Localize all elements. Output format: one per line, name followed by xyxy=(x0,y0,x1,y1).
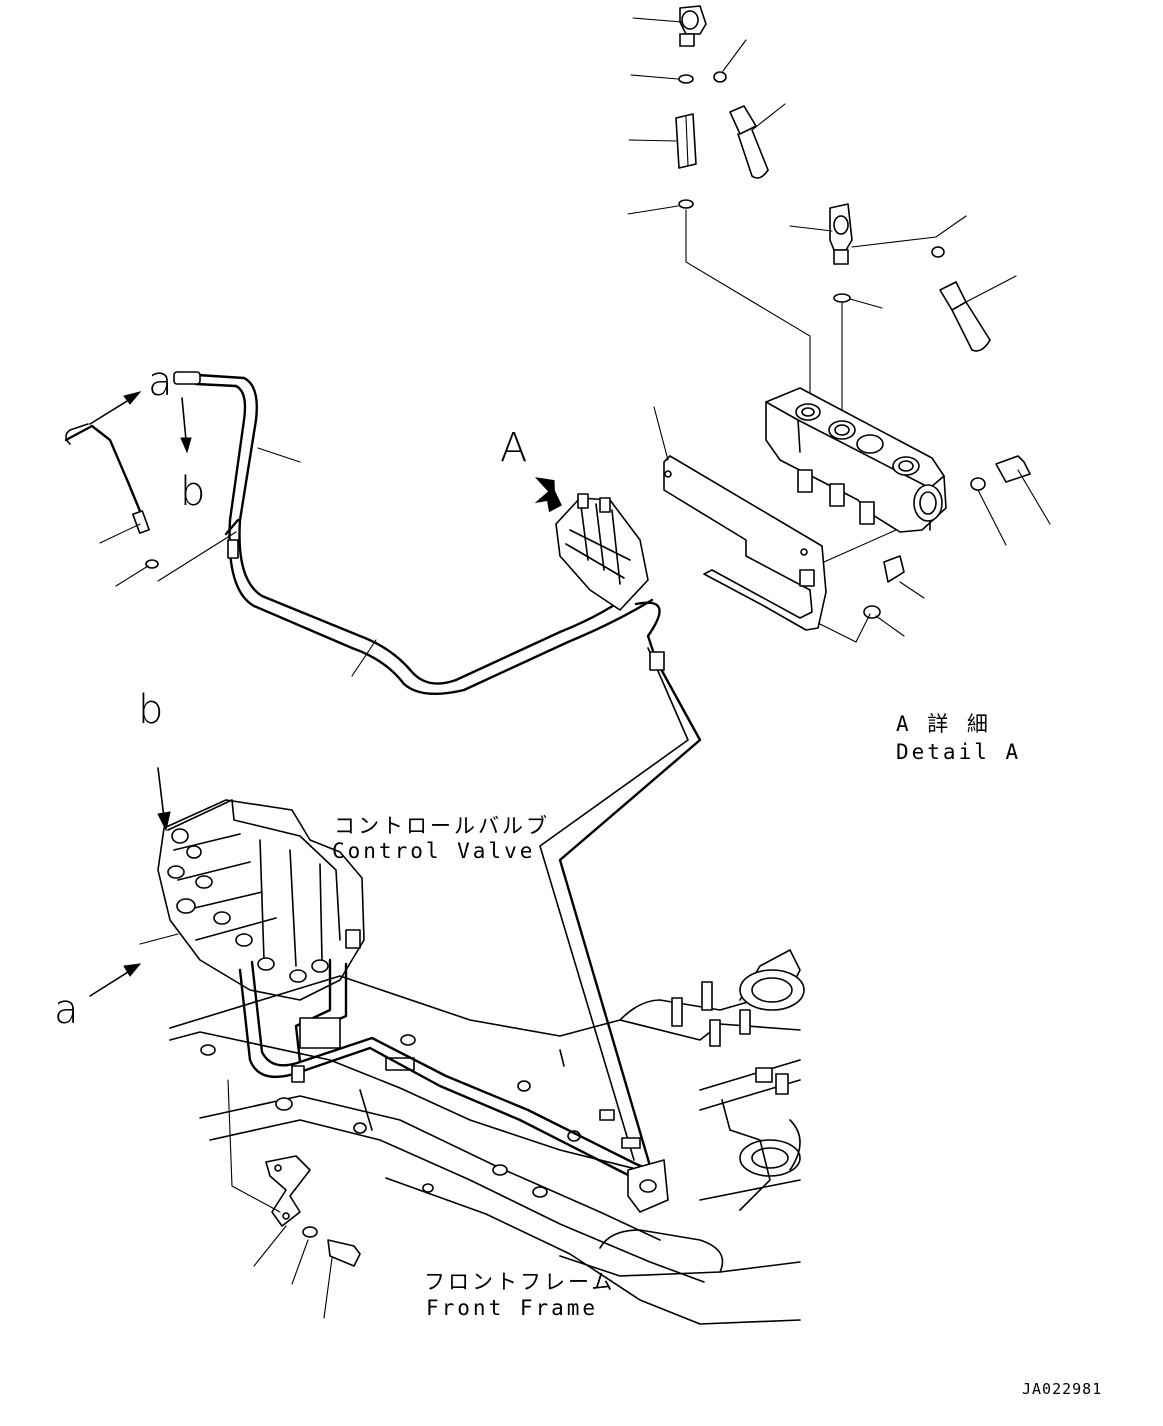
detail-a-valve-block xyxy=(765,387,947,533)
control-valve xyxy=(89,767,365,1001)
mid-valve-bank xyxy=(555,493,649,611)
control-valve-label-jp: コントロールバルブ xyxy=(334,814,550,838)
label-view-a: A xyxy=(500,425,528,471)
o-ring xyxy=(678,199,694,209)
lower-bracket xyxy=(227,1079,361,1319)
front-frame-label-jp: フロントフレーム xyxy=(424,1270,616,1294)
o-ring xyxy=(931,246,945,258)
view-arrow-icon xyxy=(534,477,562,513)
label-b-valve: b xyxy=(138,687,164,733)
elbow-fitting-2 xyxy=(789,203,967,265)
detail-a-fittings xyxy=(627,5,1017,421)
front-frame xyxy=(169,949,805,1325)
small-tube xyxy=(64,423,237,587)
elbow-fitting-top xyxy=(632,5,707,47)
label-b-top: b xyxy=(180,469,206,515)
o-ring xyxy=(678,74,694,84)
detail-a-title-jp: A 詳 細 xyxy=(896,712,991,736)
label-a-top: a xyxy=(148,359,173,405)
detail-a-bolts xyxy=(863,455,1051,637)
hex-adapter xyxy=(628,113,697,169)
hose-end-top xyxy=(729,103,786,179)
detail-a-title-en: Detail A xyxy=(896,740,1022,764)
reference-arrows-top xyxy=(89,391,192,454)
hose-assembly xyxy=(64,371,702,1168)
drawing-code: JA022981 xyxy=(1022,1380,1103,1398)
detail-a-bracket xyxy=(653,406,897,643)
front-frame-label-en: Front Frame xyxy=(426,1296,599,1320)
control-valve-label-en: Control Valve xyxy=(332,839,536,863)
o-ring xyxy=(713,71,727,83)
hose-end-2 xyxy=(939,275,1017,352)
label-a-valve: a xyxy=(54,987,79,1033)
o-ring xyxy=(833,293,851,303)
